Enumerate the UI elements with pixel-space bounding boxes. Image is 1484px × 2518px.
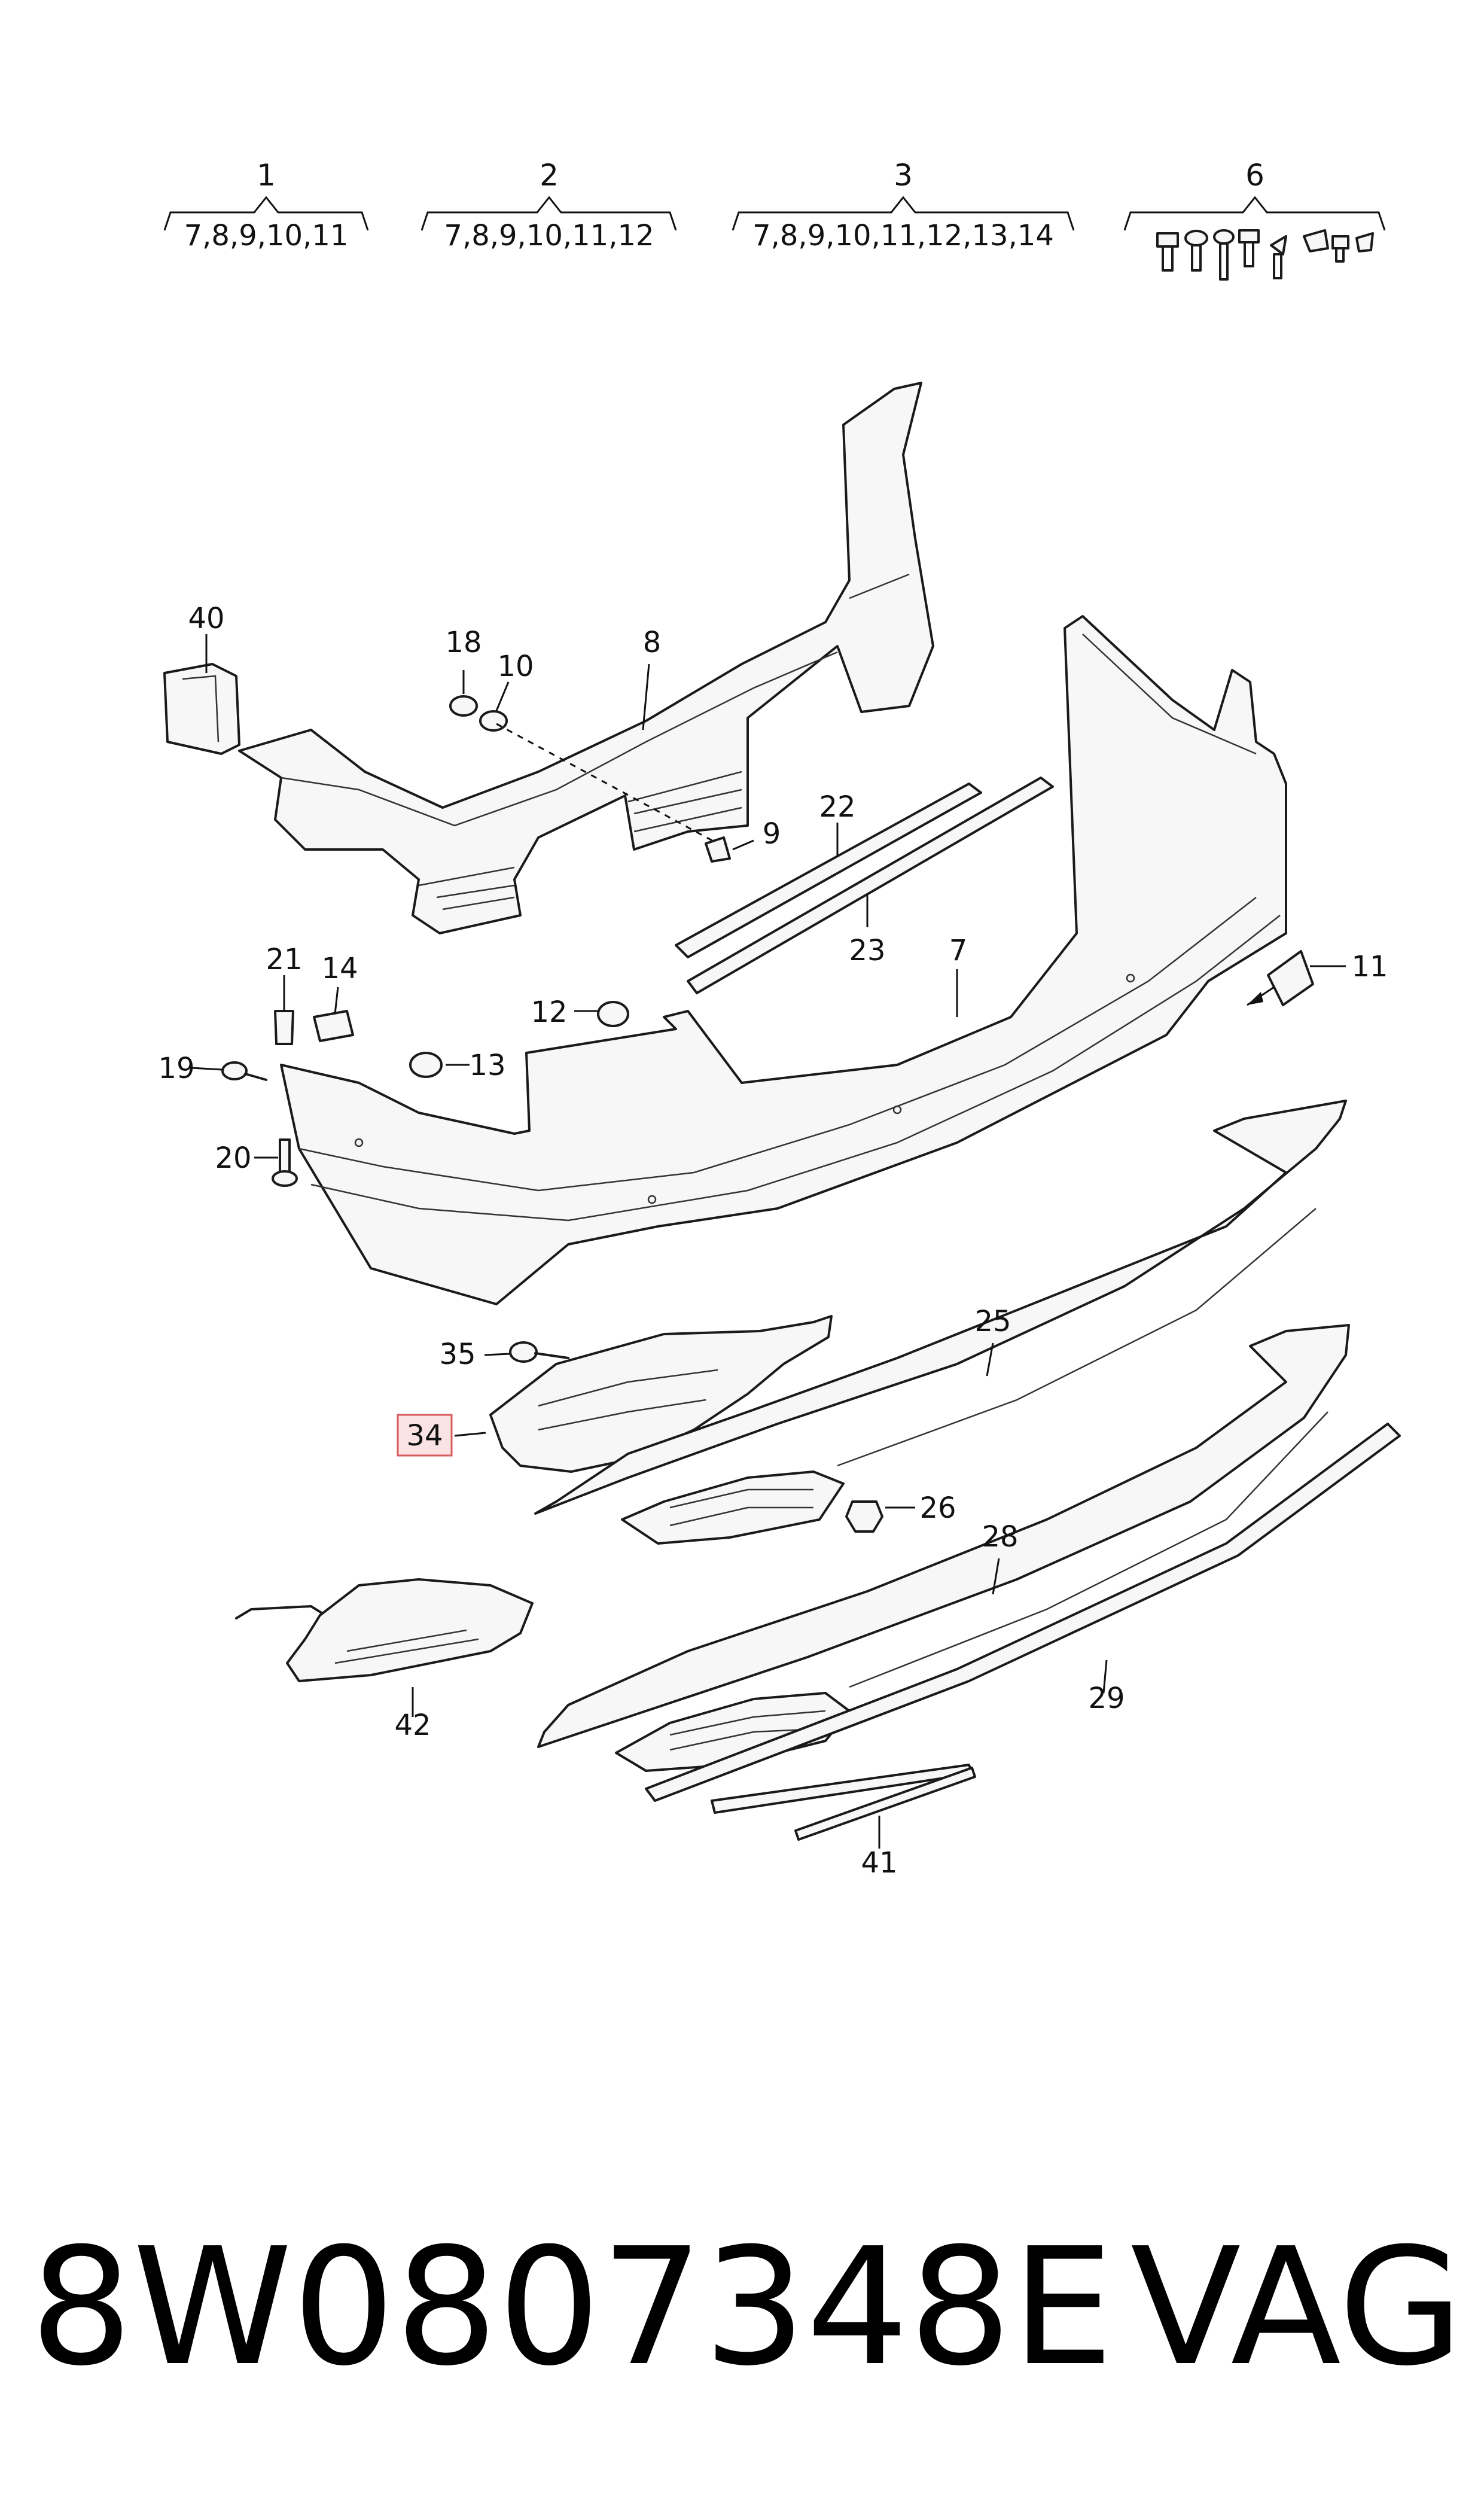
part-25-diffuser: 25 <box>534 1100 1347 1545</box>
callout-26: 26 <box>919 1491 956 1525</box>
callout-11: 11 <box>1351 950 1388 984</box>
part-9-clip: 9 <box>496 723 781 863</box>
clip-icon <box>1355 232 1374 252</box>
part-28-diffuser-trim: 28 <box>537 1324 1350 1772</box>
callout-42: 42 <box>394 1709 431 1742</box>
part-13-clip: 13 <box>409 1049 506 1082</box>
screw-icon <box>1184 230 1208 272</box>
callout-13: 13 <box>469 1049 505 1082</box>
part-22-strip: 22 <box>675 783 982 958</box>
group-header-6: 6 <box>1123 158 1386 281</box>
callout-28: 28 <box>982 1520 1018 1554</box>
part-40-bracket: 40 <box>163 602 240 755</box>
fastener-icons <box>1156 229 1374 281</box>
callout-21: 21 <box>266 943 302 976</box>
callout-9: 9 <box>763 817 781 851</box>
nut-icon <box>1331 235 1349 263</box>
screw-icon <box>1213 229 1235 281</box>
callout-34-highlight <box>397 1414 453 1457</box>
callout-8: 8 <box>643 626 662 659</box>
clip-icon <box>1303 229 1329 252</box>
callout-12: 12 <box>531 995 567 1029</box>
part-18-nut: 18 <box>445 626 482 717</box>
part-29-lower-strip: 29 <box>645 1423 1401 1802</box>
callout-40: 40 <box>188 602 224 635</box>
group-header-1: 1 7,8,9,10,11 <box>163 158 369 252</box>
callout-19: 19 <box>158 1052 194 1085</box>
part-26-nut: 26 <box>845 1491 956 1533</box>
group-parts-2: 7,8,9,10,11,12 <box>444 219 654 252</box>
callout-29: 29 <box>1088 1682 1125 1715</box>
callout-14: 14 <box>321 952 358 985</box>
callout-22: 22 <box>819 790 855 824</box>
part-8-bumper-carrier: 8 <box>238 382 934 934</box>
part-42-tailpipe-trim: 42 <box>235 1578 534 1742</box>
part-35-screw: 35 <box>439 1338 569 1371</box>
bolt-icon <box>1238 229 1260 267</box>
callout-18: 18 <box>445 626 482 659</box>
callout-34: 34 <box>406 1419 443 1453</box>
callout-7: 7 <box>949 934 968 967</box>
footer-brand: VAG <box>1130 2213 1464 2401</box>
part-10-nut: 10 <box>479 650 534 732</box>
group-parts-3: 7,8,9,10,11,12,13,14 <box>752 219 1054 252</box>
part-21-clip: 21 <box>266 943 303 1045</box>
group-number-6: 6 <box>1245 158 1264 193</box>
callout-25: 25 <box>974 1305 1011 1338</box>
part-34-guide-bracket: 34 <box>397 1315 833 1473</box>
bolt-icon <box>1156 232 1179 272</box>
part-12-nut: 12 <box>531 995 629 1029</box>
group-parts-1: 7,8,9,10,11 <box>184 219 349 252</box>
part-14-clip: 14 <box>313 952 358 1042</box>
callout-35: 35 <box>439 1338 476 1371</box>
callout-41: 41 <box>861 1846 897 1880</box>
part-23-strip: 23 <box>687 777 1054 994</box>
part-41-trim-strip: 41 <box>711 1764 976 1880</box>
callout-20: 20 <box>215 1141 251 1175</box>
group-number-3: 3 <box>894 158 913 193</box>
clip-icon <box>1270 235 1287 279</box>
callout-10: 10 <box>497 650 534 683</box>
part-11-cap: 11 <box>1247 950 1388 1006</box>
group-number-1: 1 <box>257 158 276 193</box>
callout-23: 23 <box>849 934 885 967</box>
group-header-2: 2 7,8,9,10,11,12 <box>420 158 677 252</box>
part-7-bumper-cover: 7 <box>280 615 1287 1305</box>
part-20-screw: 20 <box>215 1138 298 1187</box>
group-number-2: 2 <box>540 158 559 193</box>
footer-part-number: 8W0807348E <box>30 2213 1114 2401</box>
part-19-screw: 19 <box>158 1052 267 1085</box>
group-header-3: 3 7,8,9,10,11,12,13,14 <box>732 158 1075 252</box>
